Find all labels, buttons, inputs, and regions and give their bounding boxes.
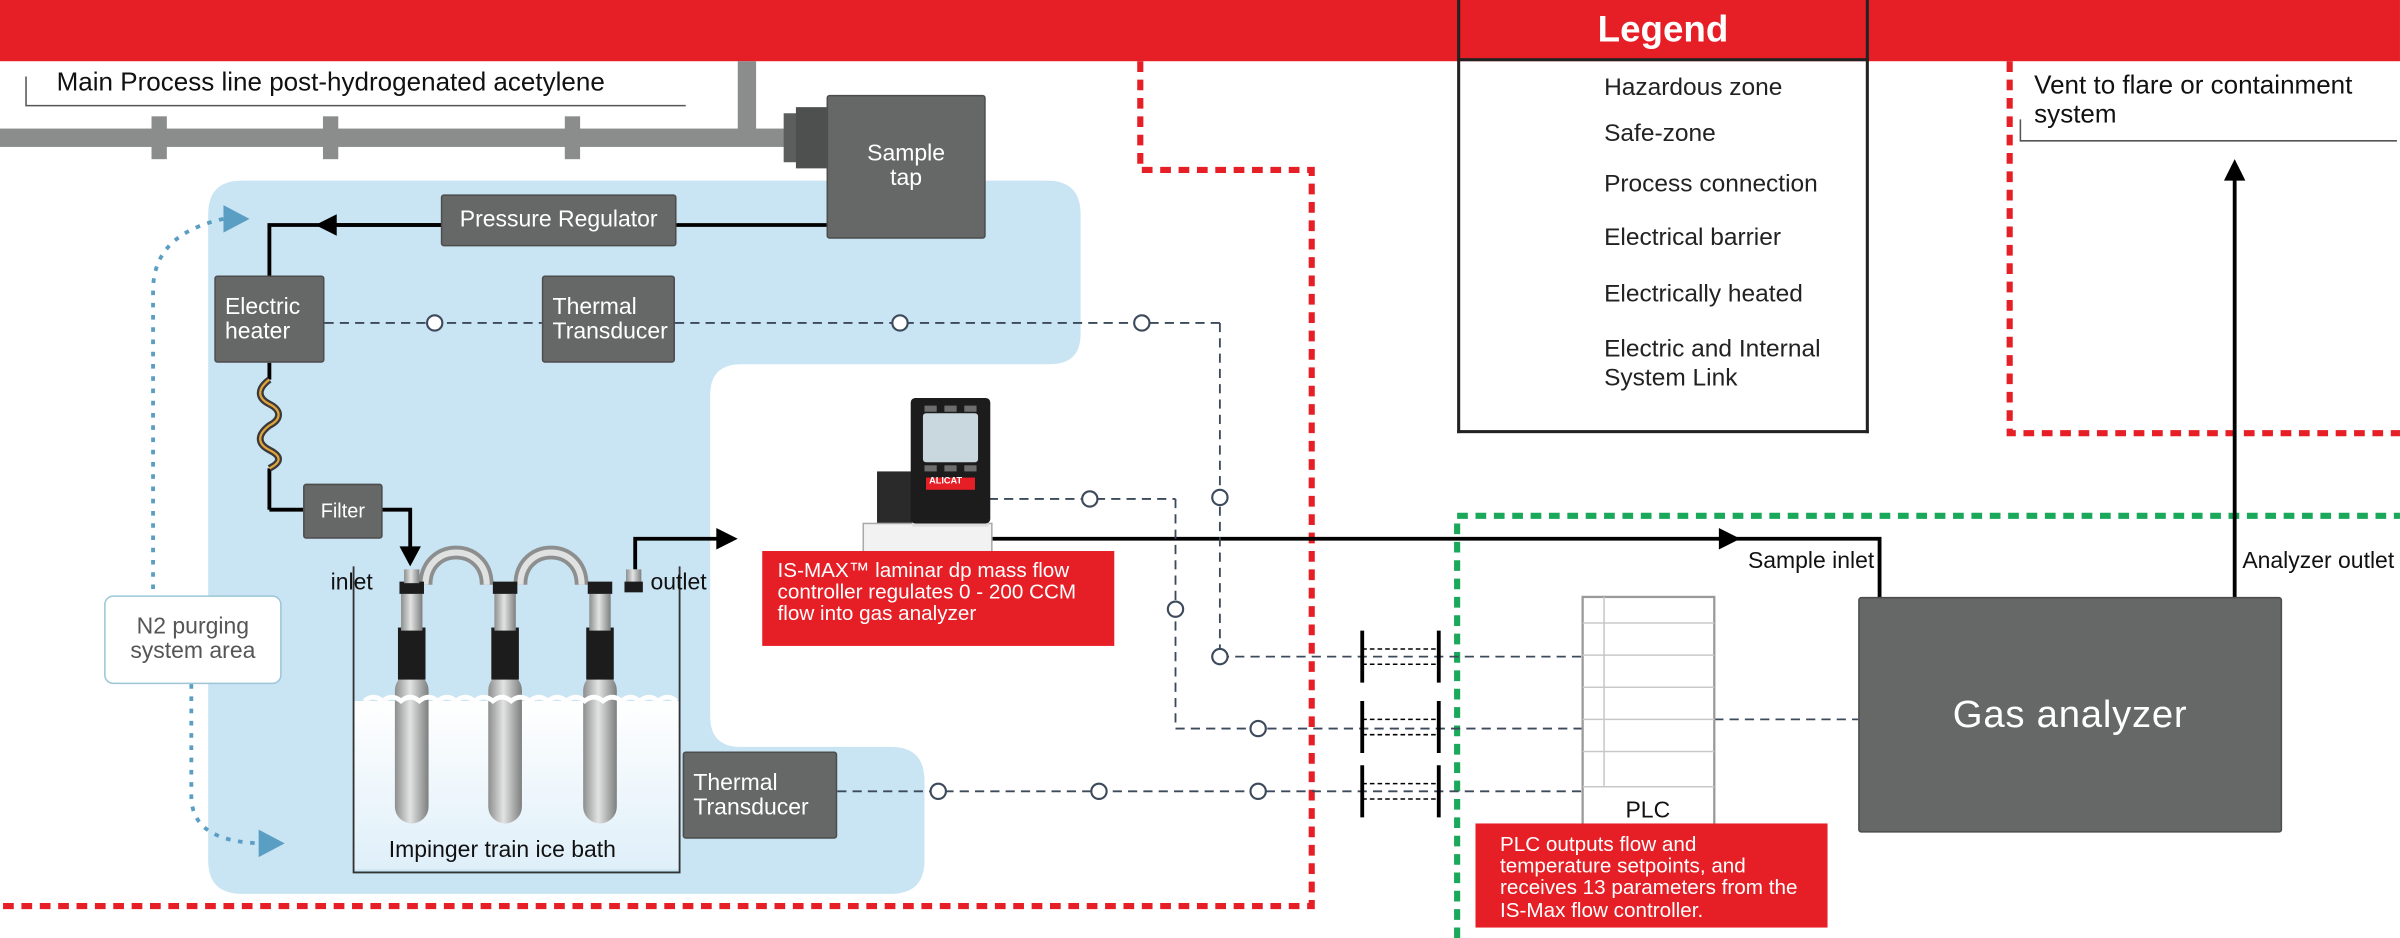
outlet-label: outlet [650,569,707,596]
legend-title: Legend [1457,0,1869,62]
thermal-transducer-top-box[interactable]: Thermal Transducer [541,275,675,363]
header-band-right [1868,0,2400,62]
heated-line-glow [259,378,280,470]
sample-inlet-label: Sample inlet [1747,547,1875,574]
n2-purge-flow [151,217,261,846]
legend-item-barrier: Electrical barrier [1604,224,1781,252]
legend-item-heated: Electrically heated [1604,281,1803,308]
filter-box[interactable]: Filter [303,483,383,539]
n2-purging-label: N2 purging system area [104,595,282,685]
flow-controller-device [862,397,993,561]
inlet-label: inlet [330,569,373,596]
n2-arrow-bottom [258,829,285,858]
plc-cabinet [1581,595,1716,831]
vent-label: Vent to flare or containment system [2034,70,2353,129]
legend-item-hazardous: Hazardous zone [1604,74,1783,102]
sample-tap-box[interactable]: Sample tap [826,94,986,239]
main-line-label: Main Process line post-hydrogenated acet… [56,67,605,97]
hazardous-zone-boundary [0,61,2400,910]
main-process-pipe [0,61,827,169]
main-line-label-underline [25,76,686,107]
filter-arrow-head [399,546,421,567]
pressure-regulator-box[interactable]: Pressure Regulator [440,194,677,247]
outlet-arrow-head [716,528,738,550]
legend-item-safe: Safe-zone [1604,120,1716,147]
analyzer-outlet-label: Analyzer outlet [2242,547,2395,574]
thermal-transducer-bottom-box[interactable]: Thermal Transducer [682,751,838,839]
legend-panel: Legend Hazardous zone Safe-zone Process … [1457,0,1869,434]
legend-item-link: Electric and Internal System Link [1604,336,1821,393]
ismax-note: IS-MAX™ laminar dp mass flow controller … [762,551,1115,646]
plc-label: PLC [1625,797,1671,824]
n2-arrow-top [223,205,250,233]
gas-analyzer-box[interactable]: Gas analyzer [1858,596,2283,833]
impinger-label: Impinger train ice bath [388,837,616,864]
analyzer-outlet-arrow-head [2223,159,2246,181]
device-logo: ALICAT [929,477,963,487]
electrical-barriers [1360,630,1441,818]
link-nodes [425,314,1267,801]
electric-heater-box[interactable]: Electric heater [214,275,325,363]
impinger-ice-bath [352,545,681,874]
header-band-left [0,0,1458,62]
legend-item-process: Process connection [1604,171,1818,198]
plc-note: PLC outputs flow and temperature setpoin… [1475,823,1828,928]
vent-label-underline [2019,119,2397,142]
regulator-arrow-head [315,214,337,236]
sample-inlet-arrow-head [1718,528,1741,550]
